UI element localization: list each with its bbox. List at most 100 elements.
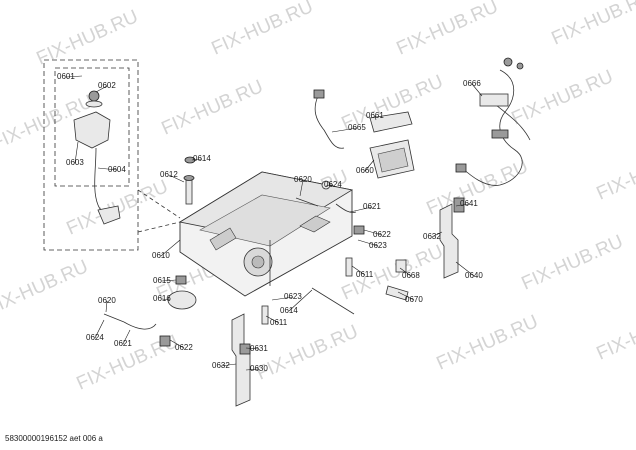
part-label-p0612: 0612 xyxy=(160,170,178,179)
watermark-text: FIX-HUB.RU xyxy=(518,231,626,294)
spring-upper-part xyxy=(295,180,331,207)
leader-line-p0614b xyxy=(288,289,313,312)
part-label-p0632a: 0632 xyxy=(423,232,441,241)
leader-line-p0601 xyxy=(65,75,83,78)
detail-connector-line xyxy=(137,189,181,219)
leader-lines xyxy=(65,75,483,371)
wiring-harness-part xyxy=(455,57,531,186)
detail-connector-line xyxy=(137,221,181,233)
leader-line-p0623a xyxy=(357,239,379,247)
cable-lower-part xyxy=(123,321,157,330)
part-label-p0611b: 0611 xyxy=(270,318,288,327)
part-label-p0603: 0603 xyxy=(66,158,84,167)
leader-line-p0624b xyxy=(94,319,105,339)
hose-part xyxy=(313,89,345,149)
leader-line-p0660 xyxy=(364,159,375,172)
part-label-p0666: 0666 xyxy=(463,79,481,88)
leader-line-p0640 xyxy=(455,261,475,277)
part-label-p0614b: 0614 xyxy=(280,306,298,315)
part-label-p0602: 0602 xyxy=(98,81,116,90)
leader-line-p0661 xyxy=(374,115,377,121)
part-label-p0641: 0641 xyxy=(460,199,478,208)
leader-line-p0632a xyxy=(431,231,443,238)
detail-box-outline xyxy=(43,59,139,251)
leader-line-p0622a xyxy=(363,229,383,236)
hinge-right-part xyxy=(439,197,465,279)
part-label-p0661: 0661 xyxy=(366,111,384,120)
watermark-text: FIX-HUB.RU xyxy=(253,321,361,384)
leader-line-p0622b xyxy=(169,339,185,349)
part-label-p0660: 0660 xyxy=(356,166,374,175)
part-label-p0623a: 0623 xyxy=(369,241,387,250)
watermark-text: FIX-HUB.RU xyxy=(593,141,636,204)
part-label-p0621a: 0621 xyxy=(363,202,381,211)
part-label-p0614a: 0614 xyxy=(193,154,211,163)
part-0670 xyxy=(385,285,409,301)
watermark-text: FIX-HUB.RU xyxy=(208,0,316,60)
part-label-p0632b: 0632 xyxy=(212,361,230,370)
leader-line-p0641 xyxy=(455,203,470,207)
part-label-p0631: 0631 xyxy=(250,344,268,353)
leader-line-p0616 xyxy=(161,298,171,301)
detail-inner-outline xyxy=(54,67,130,187)
watermark-text: FIX-HUB.RU xyxy=(508,66,616,129)
leader-line-p0630 xyxy=(245,368,260,371)
part-label-p0601: 0601 xyxy=(57,72,75,81)
hinge-lower-part xyxy=(231,313,251,407)
part-label-p0620b: 0620 xyxy=(98,296,116,305)
part-label-p0624b: 0624 xyxy=(86,333,104,342)
part-label-p0670: 0670 xyxy=(405,295,423,304)
part-label-p0640: 0640 xyxy=(465,271,483,280)
leader-line-p0623b xyxy=(271,296,294,301)
leader-line-p0665 xyxy=(331,127,358,133)
part-0668 xyxy=(395,259,407,273)
part-label-p0604: 0604 xyxy=(108,165,126,174)
clip-0615-part xyxy=(175,275,187,285)
diagram-footer: 58300000196152 aet 006 a xyxy=(5,434,103,443)
watermark-text: FIX-HUB.RU xyxy=(548,0,636,50)
part-label-p0610: 0610 xyxy=(152,251,170,260)
part-label-p0623b: 0623 xyxy=(284,292,302,301)
leader-line-p0620a xyxy=(299,179,304,197)
part-label-p0611a: 0611 xyxy=(356,270,374,279)
leader-line-p0666 xyxy=(471,83,483,97)
control-module-part xyxy=(369,111,415,179)
part-label-p0616: 0616 xyxy=(153,294,171,303)
part-label-p0620a: 0620 xyxy=(294,175,312,184)
leader-line-p0670 xyxy=(397,291,415,301)
leader-line-p0632b xyxy=(220,363,237,367)
valve-cap-part xyxy=(88,90,100,102)
leader-line-p0621b xyxy=(122,329,131,345)
cable-upper-part xyxy=(335,203,357,213)
watermark-text: FIX-HUB.RU xyxy=(433,311,541,374)
part-label-p0622a: 0622 xyxy=(373,230,391,239)
clip-lower-part xyxy=(159,335,171,347)
valve-body-part xyxy=(73,111,111,149)
watermark-text: FIX-HUB.RU xyxy=(0,256,91,319)
valve-seal-part xyxy=(85,100,103,108)
adjusting-screw-part xyxy=(183,175,195,205)
watermark-text: FIX-HUB.RU xyxy=(593,301,636,364)
part-label-p0622b: 0622 xyxy=(175,343,193,352)
disc-part xyxy=(167,290,197,310)
part-label-p0668: 0668 xyxy=(402,271,420,280)
part-label-p0624a: 0624 xyxy=(324,180,342,189)
leader-line-p0631 xyxy=(245,347,260,350)
detail-box xyxy=(43,59,181,251)
leader-line-p0611b xyxy=(265,315,280,324)
leader-line-p0614a xyxy=(191,158,203,161)
screw-0611-upper-part xyxy=(345,257,353,277)
leader-line-p0612 xyxy=(168,174,185,183)
part-label-p0615: 0615 xyxy=(153,276,171,285)
leader-line-p0621a xyxy=(349,206,373,213)
leader-line-p0668 xyxy=(399,267,412,277)
leader-line-p0620b xyxy=(105,300,108,313)
watermark-text: FIX-HUB.RU xyxy=(158,76,266,139)
leader-line-p0604 xyxy=(97,167,118,171)
spring-lower-part xyxy=(103,313,125,323)
leader-line-p0602 xyxy=(95,85,108,93)
rod-part xyxy=(311,287,355,315)
leader-line-p0615 xyxy=(161,279,177,282)
cable-connector-part xyxy=(97,205,121,225)
